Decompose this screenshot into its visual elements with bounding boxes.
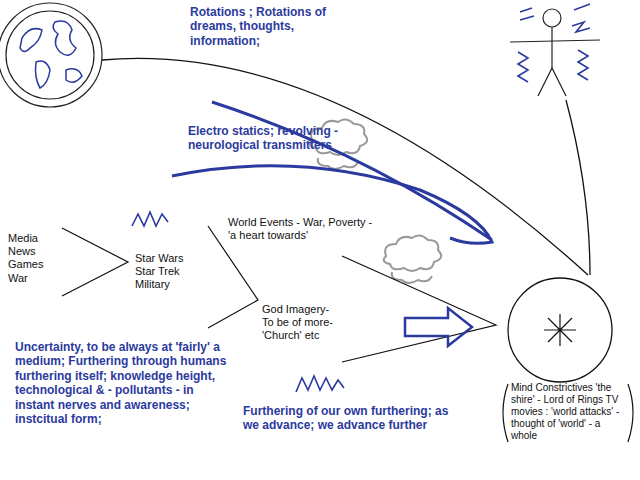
mind-circle xyxy=(508,278,612,382)
globe-ring xyxy=(0,3,102,107)
group-text: Media News Games War xyxy=(8,232,54,285)
note-text: Furthering of our own furthering; as we … xyxy=(243,404,453,433)
continent xyxy=(20,29,42,52)
figure-body xyxy=(551,27,552,68)
figure-leg xyxy=(538,68,552,96)
continent xyxy=(53,21,76,55)
parenthesis xyxy=(503,384,508,442)
continent xyxy=(36,61,51,88)
arc-line xyxy=(566,100,590,275)
note-text: Rotations ; Rotations of dreams, thought… xyxy=(190,5,360,48)
group-text: Star Wars Star Trek Military xyxy=(135,252,197,292)
bracket-line xyxy=(62,228,128,296)
figure-head xyxy=(543,9,561,27)
cloud xyxy=(384,235,441,271)
arc-line xyxy=(102,58,588,275)
scribble xyxy=(578,50,588,80)
group-text: World Events - War, Poverty - 'a heart t… xyxy=(228,216,373,242)
bracket-line xyxy=(342,256,496,362)
note-text: Uncertainty, to be always at 'fairly' a … xyxy=(15,340,233,426)
parenthesis xyxy=(628,384,633,442)
squiggle xyxy=(132,212,168,226)
scribble xyxy=(518,52,528,82)
circle-caption: Mind Constrictives 'the shire' - Lord of… xyxy=(511,382,627,442)
star-mark xyxy=(544,314,576,346)
globe xyxy=(6,11,94,99)
continent xyxy=(66,69,82,82)
block-arrow xyxy=(405,308,472,346)
note-text: Electro statics; revolving - neurologica… xyxy=(188,124,393,153)
bracket-line xyxy=(208,226,258,328)
blue-stroke xyxy=(172,166,492,244)
scribble xyxy=(572,4,590,32)
group-text: God Imagery- To be of more- 'Church' etc xyxy=(262,303,340,343)
figure-leg xyxy=(552,68,566,96)
scribble xyxy=(520,8,534,20)
squiggle xyxy=(296,376,344,392)
figure-arms xyxy=(510,40,600,42)
